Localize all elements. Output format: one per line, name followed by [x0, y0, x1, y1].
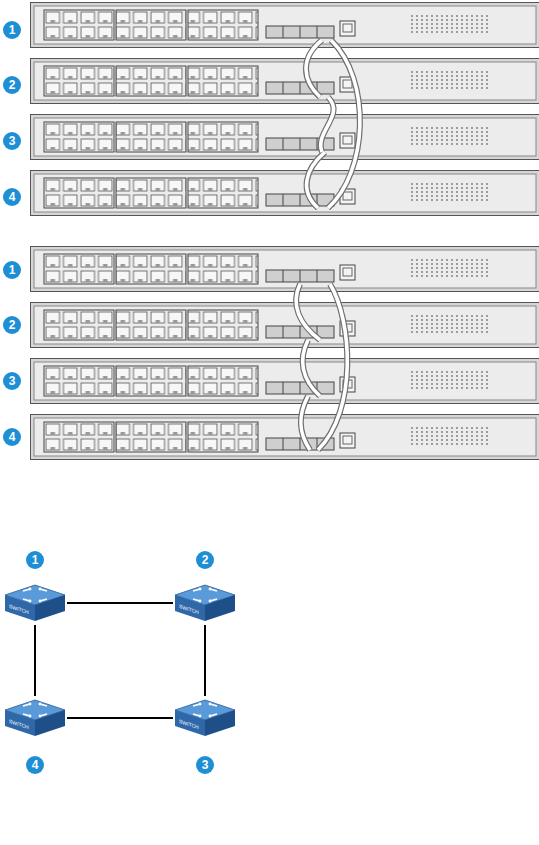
callout-number: 1 — [3, 21, 21, 39]
ring-link — [204, 625, 206, 696]
callout-number: 3 — [196, 756, 214, 774]
ring-link — [34, 625, 36, 696]
switch-icon-shape — [3, 581, 67, 625]
switch-icon-shape — [3, 696, 67, 740]
callout-number: 2 — [3, 76, 21, 94]
switch-icon-shape — [173, 581, 237, 625]
switch-icon: 3SWITCH — [173, 696, 237, 740]
switch-icon-shape — [173, 696, 237, 740]
callout-number: 2 — [196, 551, 214, 569]
callout-number: 3 — [3, 372, 21, 390]
switch-icon: 2SWITCH — [173, 581, 237, 625]
callout-number: 1 — [3, 261, 21, 279]
switch-icon: 1SWITCH — [3, 581, 67, 625]
ring-link — [67, 602, 173, 604]
callout-number: 3 — [3, 132, 21, 150]
callout-number: 2 — [3, 316, 21, 334]
callout-number: 4 — [3, 188, 21, 206]
callout-number: 4 — [26, 756, 44, 774]
callout-number: 1 — [26, 551, 44, 569]
switch-icon: 4SWITCH — [3, 696, 67, 740]
ring-link — [67, 717, 173, 719]
callout-number: 4 — [3, 428, 21, 446]
